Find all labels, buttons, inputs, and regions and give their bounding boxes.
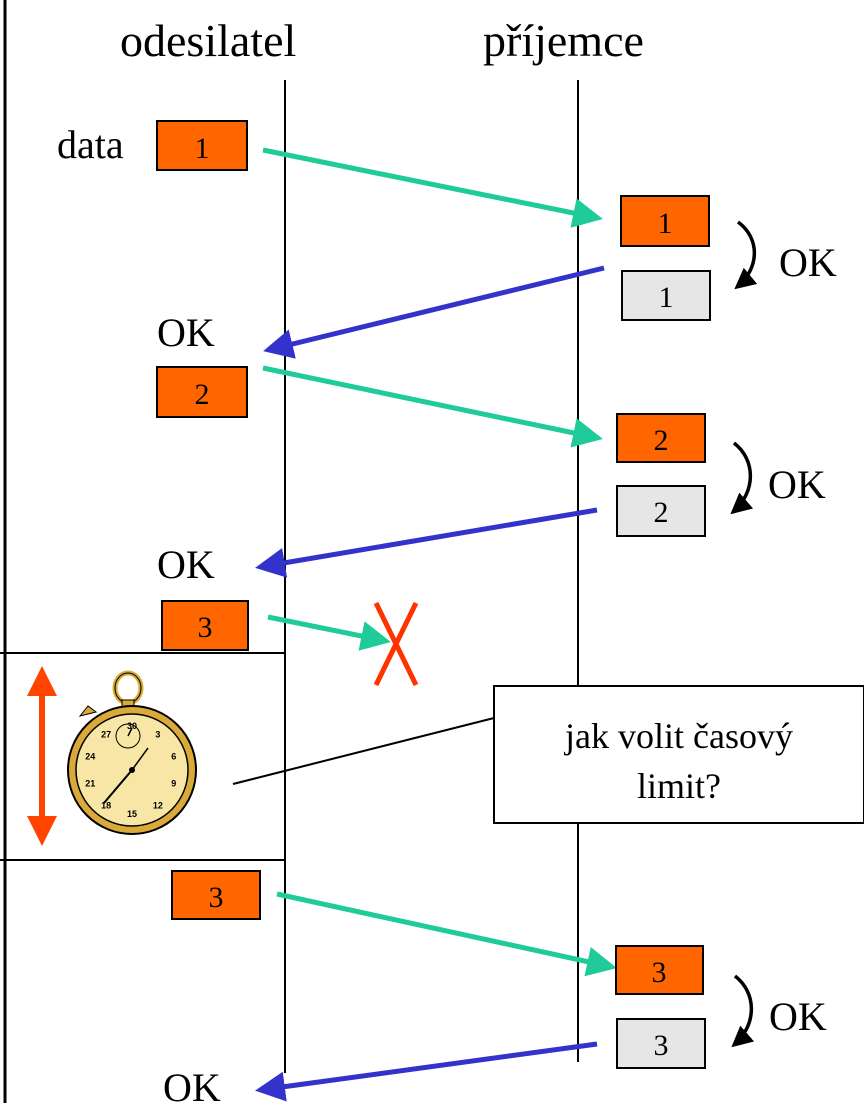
packet-1-sender — [156, 120, 248, 171]
packet-3-retry-sender-label: 3 — [209, 881, 224, 914]
data-arrow-1 — [262, 147, 603, 228]
stopwatch-dial-number: 6 — [171, 751, 176, 761]
stopwatch-dial-number: 15 — [127, 809, 137, 819]
packet-3-sender — [161, 600, 249, 651]
ok-sender-1: OK — [157, 310, 215, 355]
ok-receiver-3: OK — [769, 994, 827, 1039]
ack-arrow-3 — [255, 1041, 598, 1102]
sender-header: odesilatel — [120, 15, 296, 66]
ack-1-box — [621, 270, 711, 321]
packet-1-sender-label: 1 — [195, 132, 210, 165]
ok-curve-2 — [730, 441, 754, 515]
stopwatch-dial-number: 9 — [171, 779, 176, 789]
packet-3-sender-label: 3 — [198, 611, 213, 644]
packet-2-receiver — [616, 413, 706, 463]
ok-curve-1 — [734, 220, 758, 290]
packet-1-receiver-label: 1 — [658, 207, 673, 240]
stopwatch-icon: 30 3 6 9 12 15 18 21 24 27 — [67, 670, 197, 835]
ack-3-box — [616, 1018, 706, 1069]
ack-3-label: 3 — [654, 1029, 669, 1062]
stopwatch-dial-number: 24 — [85, 751, 95, 761]
data-label: data — [57, 122, 124, 167]
stopwatch-dial-number: 3 — [155, 729, 160, 739]
note-pointer-line — [232, 717, 495, 785]
packet-3-receiver-label: 3 — [652, 956, 667, 989]
stopwatch-dial-number: 18 — [101, 801, 111, 811]
packet-2-sender-label: 2 — [195, 378, 210, 411]
ok-receiver-2: OK — [768, 462, 826, 507]
ack-2-box — [616, 485, 706, 537]
stopwatch-dial-number: 21 — [85, 779, 95, 789]
ok-receiver-1: OK — [779, 240, 837, 285]
ack-2-label: 2 — [654, 496, 669, 529]
packet-3-retry-sender — [171, 870, 261, 920]
ok-sender-2: OK — [157, 542, 215, 587]
packet-2-receiver-label: 2 — [654, 424, 669, 457]
stopwatch-dial-number: 12 — [153, 801, 163, 811]
data-arrow-3-retry — [276, 891, 617, 977]
ack-arrow-2 — [255, 507, 598, 578]
data-arrow-2 — [262, 365, 603, 448]
stopwatch-dial-number: 27 — [101, 729, 111, 739]
ack-1-label: 1 — [659, 281, 674, 314]
data-arrow-3-lost — [267, 614, 391, 651]
note-box — [493, 685, 864, 824]
stopwatch-dial-number: 30 — [127, 721, 137, 731]
receiver-header: příjemce — [483, 15, 644, 66]
packet-3-receiver — [615, 945, 704, 995]
ack-arrow-1 — [263, 265, 605, 359]
packet-2-sender — [156, 366, 248, 418]
ok-sender-3: OK — [163, 1065, 221, 1103]
note-line-1: jak volit časový — [563, 716, 793, 756]
packet-1-receiver — [620, 195, 710, 247]
note-line-2: limit? — [637, 766, 721, 806]
ok-curve-3 — [731, 974, 755, 1048]
loss-cross-icon — [373, 601, 419, 687]
